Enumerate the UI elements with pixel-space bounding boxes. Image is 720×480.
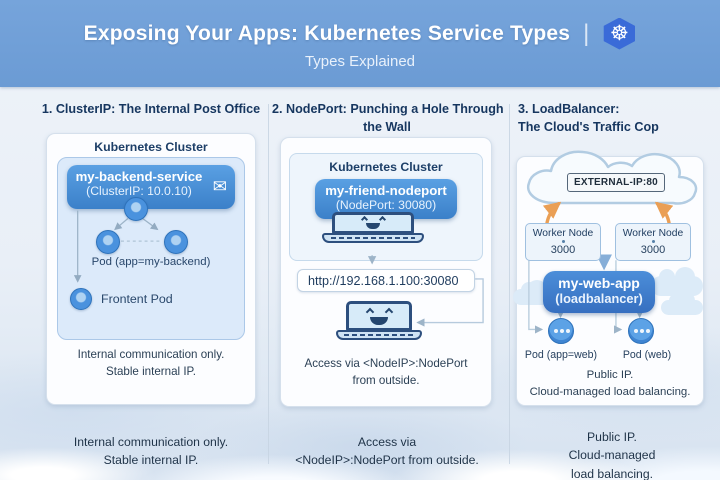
worker-node-label: Worker Node — [532, 228, 594, 239]
service-detail: (loadbalancer) — [555, 291, 643, 306]
service-detail: (NodePort: 30080) — [335, 198, 437, 212]
heading-line: the Wall — [363, 120, 411, 135]
kubernetes-logo-icon: ☸ — [603, 17, 635, 50]
smiley-face-icon — [360, 215, 386, 224]
nodeport-card: Kubernetes Cluster my-friend-nodeport (N… — [280, 137, 492, 407]
panel-footnote: Public IP. Cloud-managed load balancing. — [512, 428, 712, 480]
heading-line: The Cloud's Traffic Cop — [518, 120, 659, 135]
laptop-screen — [332, 212, 414, 234]
service-box-loadbalancer: my-web-app (loadbalancer) — [543, 271, 655, 313]
worker-node-label: Worker Node — [622, 228, 684, 239]
cluster-boundary: Kubernetes Cluster my-friend-nodeport (N… — [289, 153, 483, 261]
mini-cloud-icon — [651, 267, 703, 296]
helm-wheel-icon: ☸ — [609, 22, 629, 45]
header-title-row: Exposing Your Apps: Kubernetes Service T… — [83, 17, 637, 50]
worker-node-port: 3000 — [640, 244, 666, 256]
mouth-icon — [370, 316, 388, 325]
laptop-keyboard — [336, 330, 422, 340]
pod-icon — [164, 230, 188, 254]
eye-icon — [384, 307, 393, 316]
cluster-label: Kubernetes Cluster — [329, 160, 443, 174]
caption-line: Internal communication only. — [77, 348, 225, 361]
eye-icon — [360, 215, 368, 224]
mini-cloud-icon — [661, 291, 703, 315]
caption-line: Access via <NodeIP>:NodePort — [304, 357, 468, 370]
envelope-icon: ✉ — [212, 177, 227, 196]
header-banner: Exposing Your Apps: Kubernetes Service T… — [0, 0, 720, 87]
service-name: my-backend-service — [75, 169, 203, 184]
panel-divider — [268, 104, 269, 464]
service-name: my-friend-nodeport — [325, 183, 447, 198]
service-detail: (ClusterIP: 10.0.10) — [86, 184, 192, 198]
panel-loadbalancer-heading: 3. LoadBalancer: The Cloud's Traffic Cop — [512, 100, 712, 137]
laptop-keyboard — [322, 233, 424, 243]
eye-icon — [365, 307, 374, 316]
caption-line: from outside. — [352, 373, 420, 387]
panel-clusterip: 1. ClusterIP: The Internal Post Office K… — [38, 100, 264, 467]
pod-group-label: Pod (app=my-backend) — [91, 256, 211, 268]
frontend-pod-row: Frontent Pod — [70, 288, 173, 310]
page-subtitle: Types Explained — [304, 52, 416, 70]
external-ip-badge: EXTERNAL-IP:80 — [567, 173, 665, 192]
heading-line: 1. ClusterIP: The Internal Post Office — [41, 102, 261, 116]
service-name: my-web-app — [558, 275, 640, 291]
node-laptop-icon — [322, 212, 424, 243]
worker-node-port: 3000 — [550, 244, 576, 256]
port-dot-icon — [561, 240, 565, 243]
pod-icon — [124, 197, 148, 221]
title-separator: | — [583, 19, 590, 47]
footnote-line: <NodeIP>:NodePort from outside. — [295, 453, 479, 468]
panel-footnote: Access via <NodeIP>:NodePort from outsid… — [272, 433, 502, 470]
pod-label: Pod (app=web) — [524, 349, 598, 361]
laptop-screen — [346, 301, 412, 331]
pod-icon — [548, 318, 574, 344]
card-caption: Access via <NodeIP>:NodePort from outsid… — [281, 356, 491, 390]
footnote-line: Cloud-managed — [568, 448, 656, 463]
clusterip-card: Kubernetes Cluster my-backend-service (C… — [46, 133, 256, 405]
panel-footnote: Internal communication only. Stable inte… — [38, 433, 264, 470]
panel-loadbalancer: 3. LoadBalancer: The Cloud's Traffic Cop… — [512, 100, 712, 480]
worker-node-box: Worker Node 3000 — [615, 223, 691, 261]
caption-line: Cloud-managed load balancing. — [529, 385, 691, 398]
caption-line: Public IP. — [586, 369, 634, 381]
frontend-pod-label: Frontent Pod — [101, 292, 173, 306]
cluster-boundary: my-backend-service (ClusterIP: 10.0.10) … — [57, 157, 245, 340]
container-dots-icon — [554, 329, 558, 333]
footnote-line: Public IP. — [587, 430, 637, 444]
cluster-label: Kubernetes Cluster — [94, 140, 208, 154]
loadbalancer-card: EXTERNAL-IP:80 — [513, 150, 704, 406]
port-dot-icon — [651, 240, 655, 243]
eye-icon — [378, 215, 386, 224]
smiley-face-icon — [365, 307, 393, 316]
caption-line: Stable internal IP. — [105, 364, 197, 378]
pod-icon — [628, 318, 654, 344]
frontend-pod-icon — [70, 288, 92, 310]
client-laptop-icon — [336, 301, 422, 340]
heading-line: 2. NodePort: Punching a Hole Through — [272, 102, 504, 116]
service-box-clusterip: my-backend-service (ClusterIP: 10.0.10) … — [67, 165, 235, 209]
heading-line: 3. LoadBalancer: — [518, 102, 620, 116]
pod-label: Pod (web) — [622, 349, 672, 361]
footnote-line: Access via — [357, 435, 417, 449]
footnote-line: Stable internal IP. — [103, 453, 199, 468]
pod-icon — [96, 230, 120, 254]
card-caption: Public IP. Cloud-managed load balancing. — [517, 367, 703, 400]
panel-clusterip-heading: 1. ClusterIP: The Internal Post Office — [38, 100, 264, 118]
panel-nodeport: 2. NodePort: Punching a Hole Through the… — [272, 100, 504, 467]
panel-nodeport-heading: 2. NodePort: Punching a Hole Through the… — [272, 100, 504, 137]
footnote-line: load balancing. — [571, 466, 653, 480]
footnote-line: Internal communication only. — [73, 435, 229, 449]
container-dots-icon — [634, 329, 638, 333]
browser-address-bar: http://192.168.1.100:30080 — [297, 269, 475, 292]
mouth-icon — [366, 223, 380, 229]
panel-divider — [509, 104, 510, 464]
worker-node-box: Worker Node 3000 — [525, 223, 601, 261]
card-caption: Internal communication only. Stable inte… — [47, 347, 255, 381]
page-title: Exposing Your Apps: Kubernetes Service T… — [83, 21, 571, 45]
